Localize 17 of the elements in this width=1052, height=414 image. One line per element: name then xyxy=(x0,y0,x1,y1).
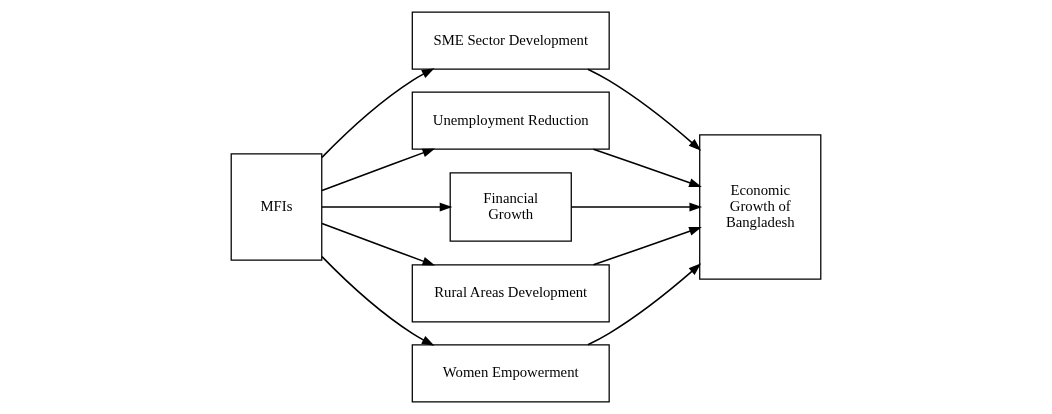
node-box: Rural Areas Development xyxy=(411,264,610,323)
arrow xyxy=(592,227,702,266)
node-box: Financial Growth xyxy=(449,172,572,242)
arrow xyxy=(321,202,453,212)
arrow xyxy=(587,263,702,346)
node-box: Unemployment Reduction xyxy=(411,91,610,150)
node-box: MFIs xyxy=(230,153,323,261)
arrow xyxy=(570,202,703,212)
arrow xyxy=(592,148,702,187)
node-box: Women Empowerment xyxy=(411,344,610,403)
node-box: SME Sector Development xyxy=(411,11,610,70)
arrow xyxy=(321,148,436,192)
arrow xyxy=(321,222,436,266)
arrow xyxy=(321,68,435,159)
arrow xyxy=(587,68,702,151)
arrow xyxy=(321,255,435,346)
node-box: Economic Growth of Bangladesh xyxy=(699,134,822,280)
